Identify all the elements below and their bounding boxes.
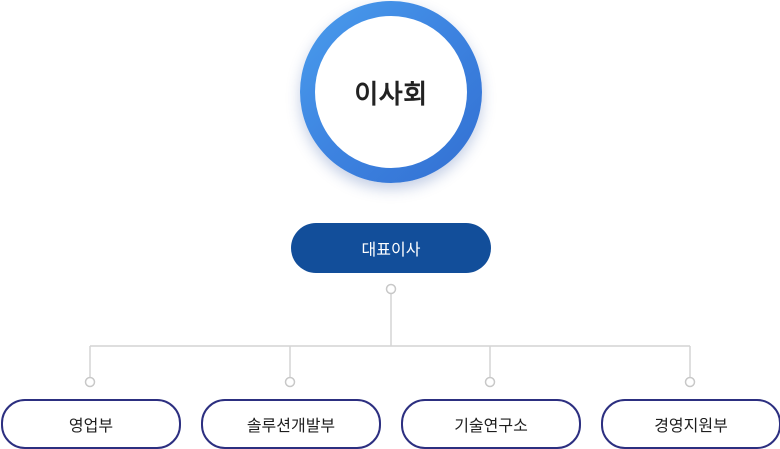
dept-node-tech-lab: 기술연구소: [401, 399, 581, 449]
dept-label: 솔루션개발부: [246, 416, 336, 435]
dept-node-dot-3: [484, 376, 496, 388]
ceo-node-dot: [385, 283, 397, 295]
dept-node-dot-2: [284, 376, 296, 388]
ceo-node: 대표이사: [291, 223, 491, 273]
dept-node-dot-1: [84, 376, 96, 388]
dept-label: 경영지원부: [654, 416, 728, 435]
board-label: 이사회: [354, 79, 428, 110]
ceo-label: 대표이사: [361, 240, 421, 259]
dept-node-solution-dev: 솔루션개발부: [201, 399, 381, 449]
board-circle-inner: 이사회: [315, 16, 467, 168]
dept-node-management-support: 경영지원부: [601, 399, 780, 449]
board-circle: 이사회: [300, 1, 482, 183]
dept-label: 영업부: [68, 416, 114, 435]
dept-node-sales: 영업부: [1, 399, 181, 449]
dept-node-dot-4: [684, 376, 696, 388]
dept-label: 기술연구소: [454, 416, 528, 435]
